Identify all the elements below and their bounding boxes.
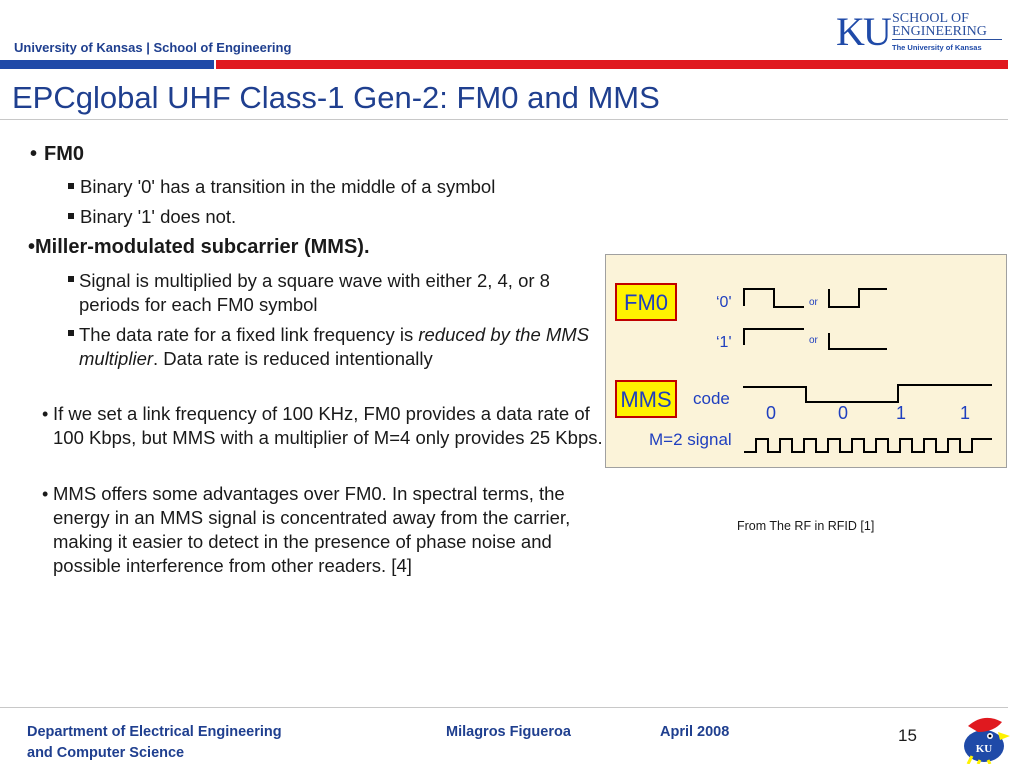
header-bar-blue <box>0 60 214 69</box>
slide-title: EPCglobal UHF Class-1 Gen-2: FM0 and MMS <box>12 80 660 115</box>
footer-department-line2: and Computer Science <box>27 745 185 761</box>
ku-logo-university: The University of Kansas <box>892 43 982 52</box>
mms-sub-bullet-2: The data rate for a fixed link frequency… <box>79 323 599 371</box>
ku-logo-divider <box>892 39 1002 40</box>
or-label-2: or <box>809 335 819 346</box>
page-number: 15 <box>898 726 917 745</box>
ku-logo-letters: KU <box>836 9 892 54</box>
jayhawk-mascot-icon: KU <box>954 712 1010 765</box>
fm0-box-text: FM0 <box>624 290 668 315</box>
mms-sub2-prefix: The data rate for a fixed link frequency… <box>79 324 419 345</box>
m2-signal-waveform <box>744 438 992 453</box>
fm0-sub-bullet-2: Binary '1' does not. <box>80 206 237 227</box>
footer-date: April 2008 <box>660 724 730 740</box>
mms-sub2-italic: reduced by the MMS multiplier <box>79 324 590 369</box>
bullet-dot: • <box>42 404 49 424</box>
bit-0-b: 0 <box>838 403 848 423</box>
fm0-zero-waveform-a <box>743 288 804 308</box>
m2-signal-label: M=2 signal <box>649 430 732 449</box>
ku-logo-engineering: ENGINEERING <box>892 24 987 39</box>
fm0-sub-bullet-1: Binary '0' has a transition in the middl… <box>80 176 496 197</box>
fm0-one-waveform-b <box>828 333 887 350</box>
footer-author: Milagros Figueroa <box>446 724 571 740</box>
fm0-zero-waveform-b <box>828 288 887 308</box>
point-link-frequency: If we set a link frequency of 100 KHz, F… <box>53 403 603 448</box>
code-label: code <box>693 389 730 408</box>
bit-0-a: 0 <box>766 403 776 423</box>
fm0-one-waveform-a <box>743 328 804 345</box>
mms-label-box <box>615 380 677 418</box>
bullet-mms: •Miller-modulated subcarrier (MMS). <box>28 236 370 258</box>
ku-school-logo: KU SCHOOL OF ENGINEERING The University … <box>836 10 1008 58</box>
mms-box-text: MMS <box>620 387 671 412</box>
figure-caption: From The RF in RFID [1] <box>737 519 875 533</box>
label-zero: ‘0' <box>716 294 732 311</box>
bullet-dot: • <box>30 143 38 165</box>
bit-1-b: 1 <box>960 403 970 423</box>
label-one: ‘1' <box>716 334 732 351</box>
bit-1-a: 1 <box>896 403 906 423</box>
header-university-line: University of Kansas | School of Enginee… <box>14 40 292 55</box>
ku-logo-school: SCHOOL OF <box>892 11 969 26</box>
fm0-mms-waveform-figure: FM0 ‘0' ‘1' or or MMS code 0 0 1 1 M=2 s… <box>605 254 1007 468</box>
waveform-diagram: FM0 ‘0' ‘1' or or MMS code 0 0 1 1 M=2 s… <box>615 283 992 453</box>
square-bullet-icon <box>68 213 74 219</box>
bullet-fm0: FM0 <box>44 143 84 165</box>
code-waveform <box>743 384 992 403</box>
fm0-label-box <box>615 283 677 321</box>
mms-sub-bullet-1: Signal is multiplied by a square wave wi… <box>79 270 550 315</box>
bullet-dot: • <box>42 484 49 504</box>
footer-divider <box>0 707 1008 708</box>
svg-text:KU: KU <box>976 743 993 755</box>
footer-department-line1: Department of Electrical Engineering <box>27 724 282 740</box>
point-mms-advantages: MMS offers some advantages over FM0. In … <box>53 483 571 576</box>
square-bullet-icon <box>68 183 74 189</box>
title-divider <box>0 119 1008 120</box>
square-bullet-icon <box>68 276 74 282</box>
square-bullet-icon <box>68 330 74 336</box>
header-bar-red <box>216 60 1008 69</box>
mms-sub2-suffix: . Data rate is reduced intentionally <box>153 348 433 369</box>
or-label-1: or <box>809 297 819 308</box>
